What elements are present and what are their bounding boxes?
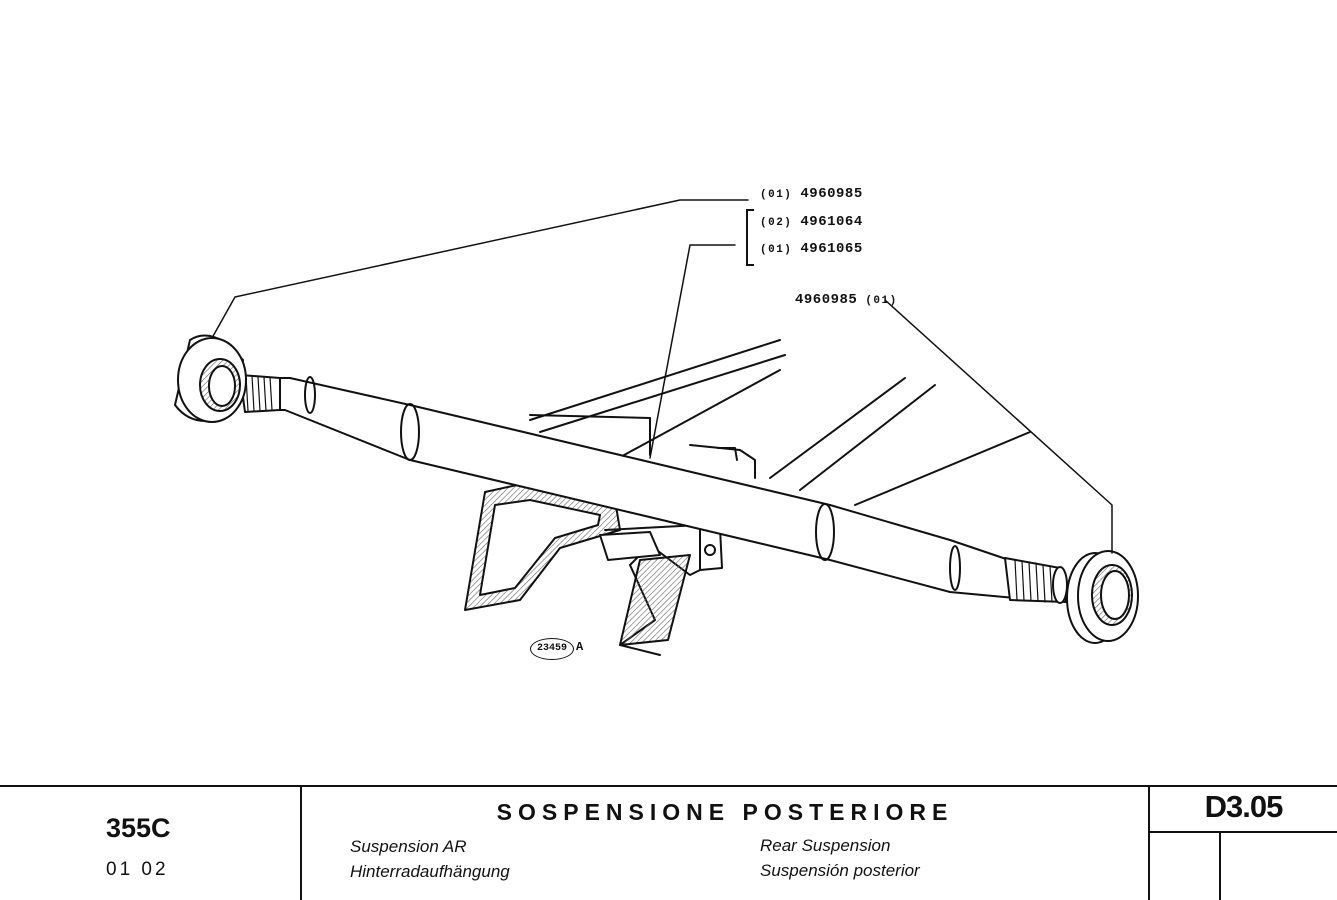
divider xyxy=(1148,787,1150,900)
callout-qty: (01) xyxy=(760,244,793,256)
exploded-parts-drawing xyxy=(174,199,1139,656)
callout-qty: (01) xyxy=(865,295,898,307)
figure-reference-number: 23459 xyxy=(530,638,574,660)
page-code: D3.05 xyxy=(1204,789,1284,824)
callout-part-number: 4960985 xyxy=(800,186,863,202)
title-block: 355C 01 02 SOSPENSIONE POSTERIORE Suspen… xyxy=(0,785,1337,900)
title-spanish: Suspensión posterior xyxy=(760,861,920,880)
divider xyxy=(1219,833,1221,900)
callout-bracket xyxy=(746,209,754,266)
page-title: SOSPENSIONE POSTERIORE xyxy=(496,799,954,825)
model-code: 355C xyxy=(106,813,171,843)
callout-qty: (02) xyxy=(760,217,793,229)
callout-part-number: 4961064 xyxy=(800,214,863,230)
callout-part-number: 4960985 xyxy=(795,292,858,308)
figure-reference-suffix: A xyxy=(576,640,584,654)
title-english: Rear Suspension xyxy=(760,836,891,855)
callout-part-4961065: (01) 4961065 xyxy=(760,241,863,257)
callout-part-number: 4961065 xyxy=(800,241,863,257)
callout-part-4960985-left: (01) 4960985 xyxy=(760,186,863,202)
leader-line-c1 xyxy=(211,199,749,339)
divider xyxy=(300,787,302,900)
divider xyxy=(1150,831,1337,833)
title-french: Suspension AR xyxy=(350,837,467,856)
callout-qty: (01) xyxy=(760,189,793,201)
title-german: Hinterradaufhängung xyxy=(350,862,510,881)
edition-number: 01 02 xyxy=(106,859,169,880)
rail-line xyxy=(529,339,781,421)
callout-part-4961064: (02) 4961064 xyxy=(760,214,863,230)
callout-part-4960985-right: 4960985 (01) xyxy=(795,292,898,308)
